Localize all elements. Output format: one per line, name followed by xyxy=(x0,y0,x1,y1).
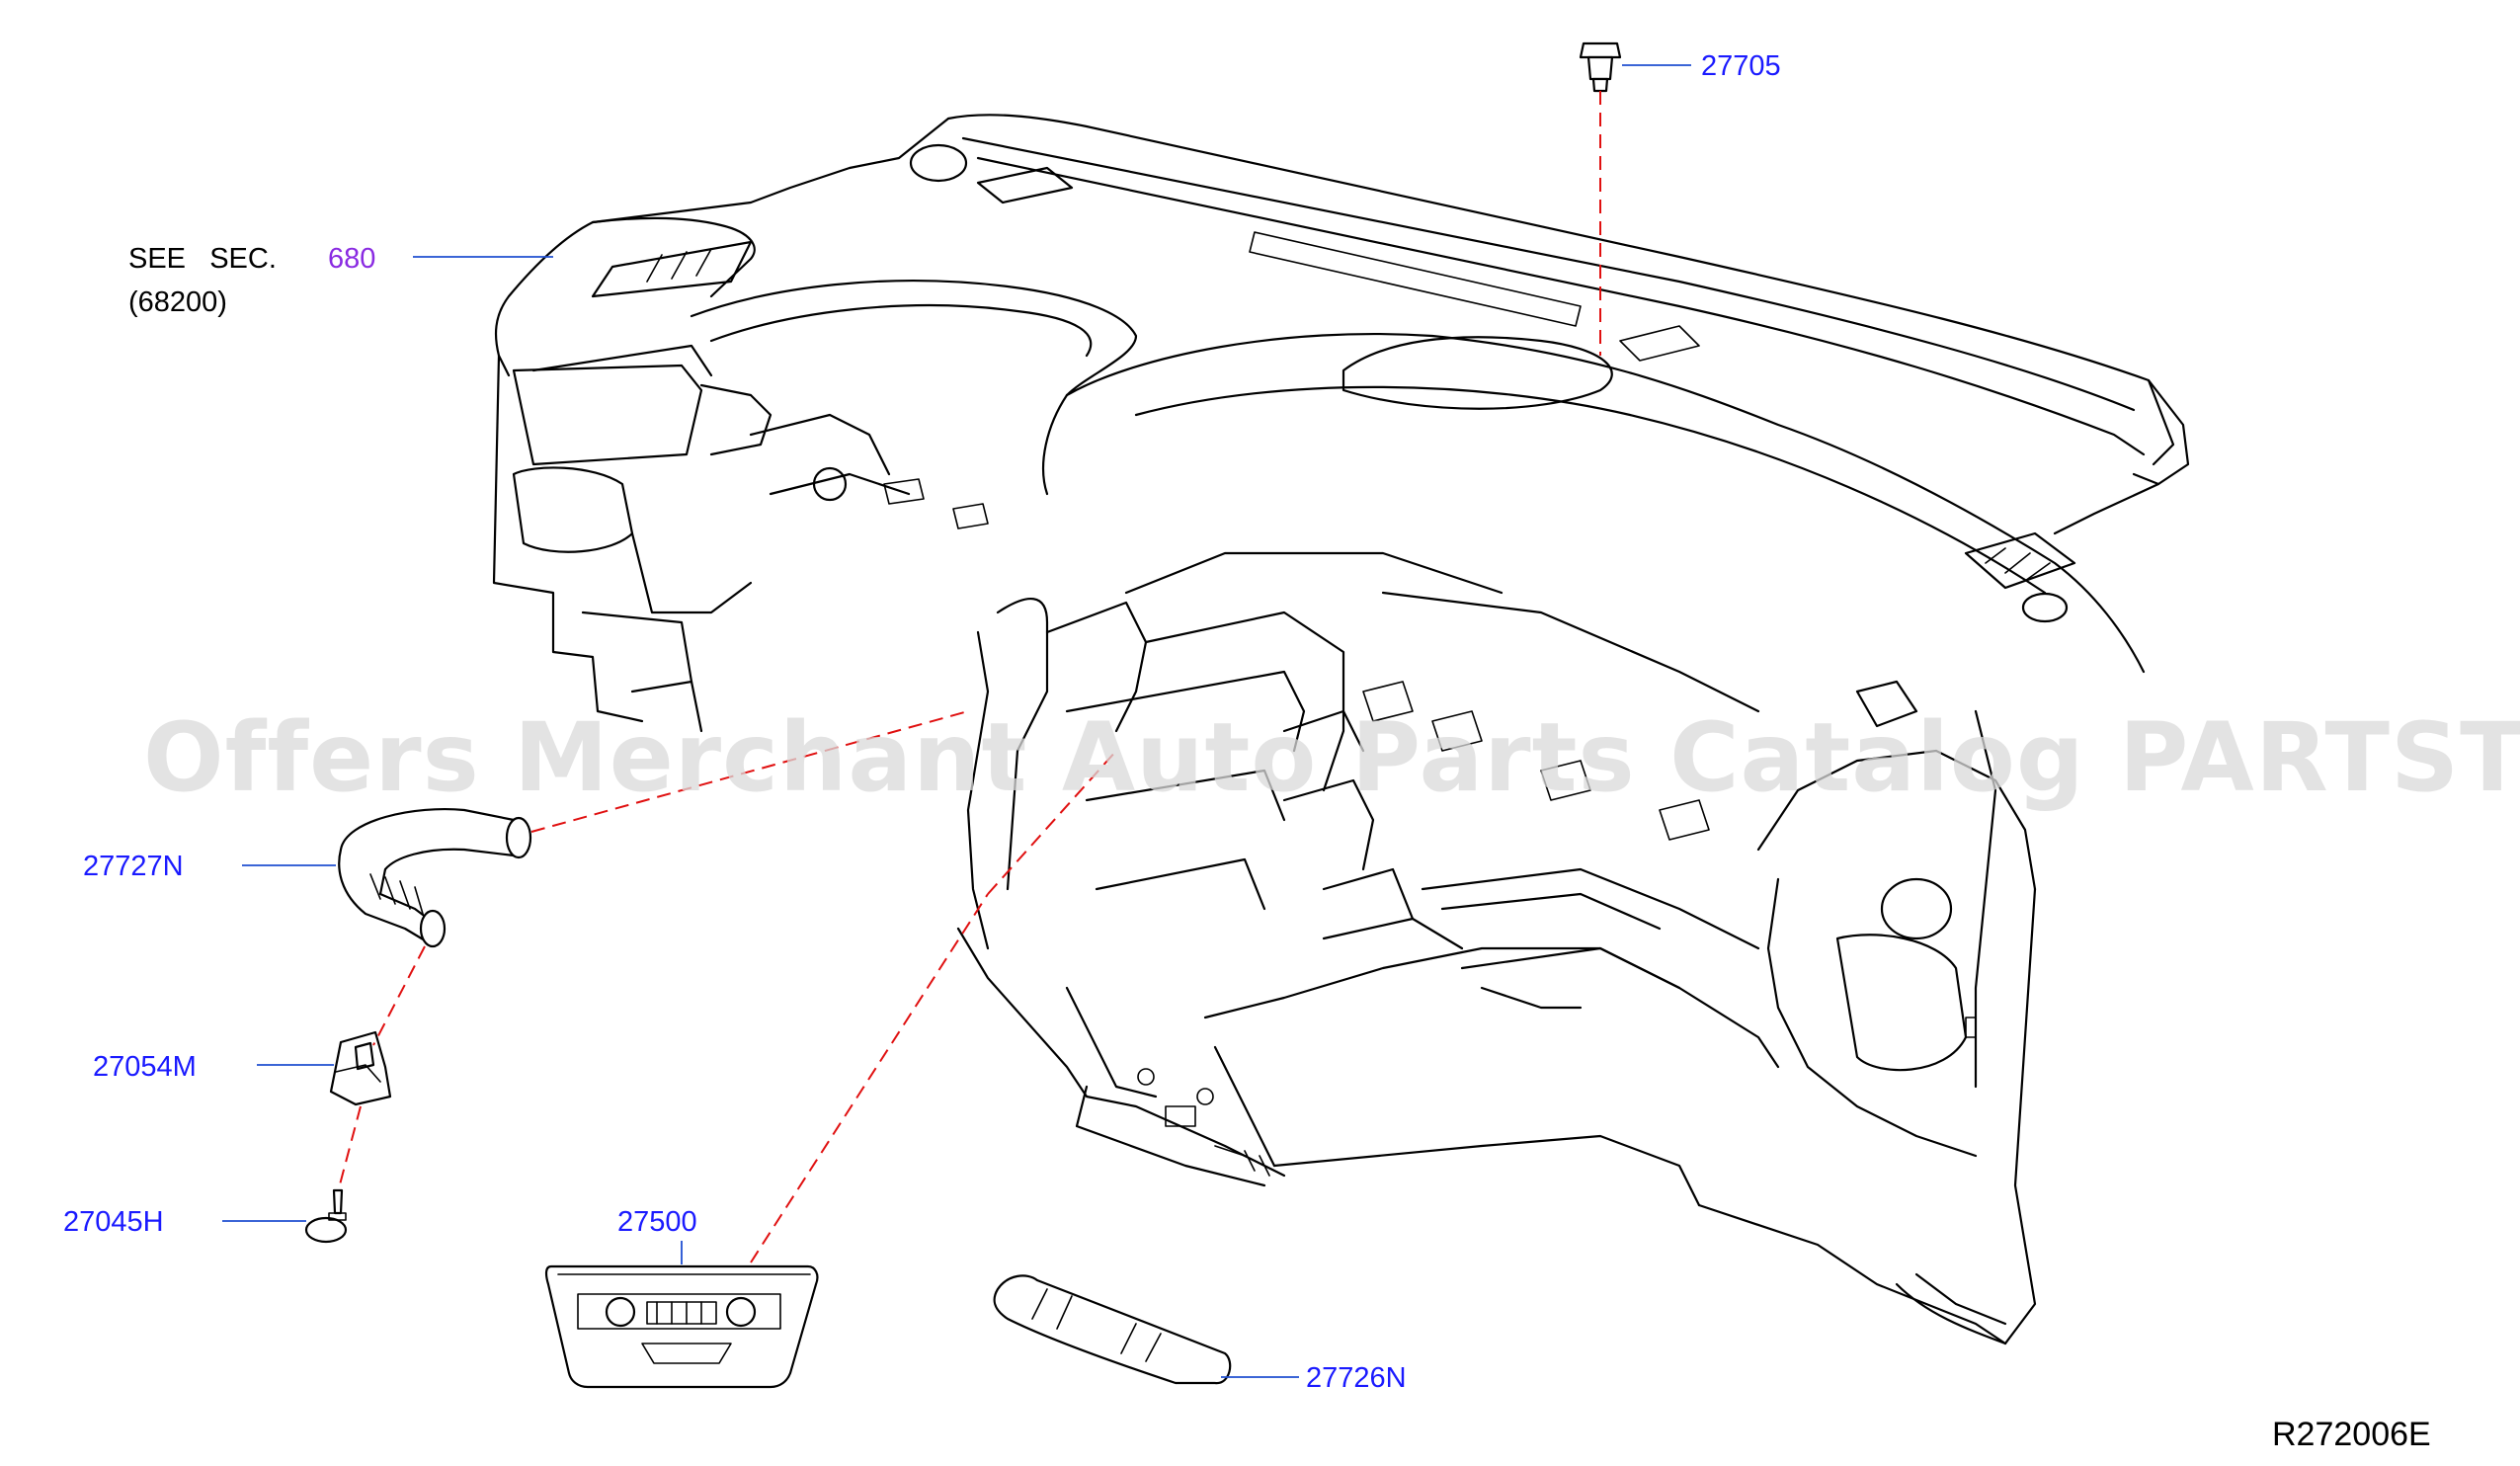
section-680-link[interactable]: 680 xyxy=(328,243,375,275)
guide-27727N xyxy=(530,710,969,833)
guide-27500 xyxy=(750,893,989,1263)
part-27727N-duct-hose[interactable] xyxy=(338,807,532,948)
part-27726N-vent[interactable] xyxy=(993,1274,1232,1385)
guide-27045H xyxy=(338,1105,362,1189)
guide-lines xyxy=(338,91,1601,1263)
label-27054M[interactable]: 27054M xyxy=(93,1051,197,1083)
part-27500-control-panel[interactable] xyxy=(544,1264,819,1389)
callout-labels: 27705 SEE SEC. 680 (68200) 27727N 27054M… xyxy=(63,50,2431,1453)
instrument-panel-drawing xyxy=(492,114,2190,1345)
label-27726N[interactable]: 27726N xyxy=(1306,1362,1407,1394)
label-27705[interactable]: 27705 xyxy=(1701,50,1781,82)
leader-lines xyxy=(222,64,1691,1378)
part-27045H-clip[interactable] xyxy=(304,1188,348,1244)
label-27500[interactable]: 27500 xyxy=(617,1206,697,1238)
see-section-label: SEE SEC. xyxy=(128,243,277,275)
watermark: Offers Merchant Auto Parts Catalog PARTS… xyxy=(143,702,2520,813)
section-sub-label: (68200) xyxy=(128,286,227,318)
guide-27054M xyxy=(372,945,426,1046)
part-27705-clip[interactable] xyxy=(1579,41,1622,93)
label-27045H[interactable]: 27045H xyxy=(63,1206,164,1238)
part-27054M-bracket[interactable] xyxy=(329,1030,392,1106)
diagram-reference-code: R272006E xyxy=(2272,1416,2431,1453)
label-27727N[interactable]: 27727N xyxy=(83,851,184,882)
guide-27500-b xyxy=(987,750,1117,895)
